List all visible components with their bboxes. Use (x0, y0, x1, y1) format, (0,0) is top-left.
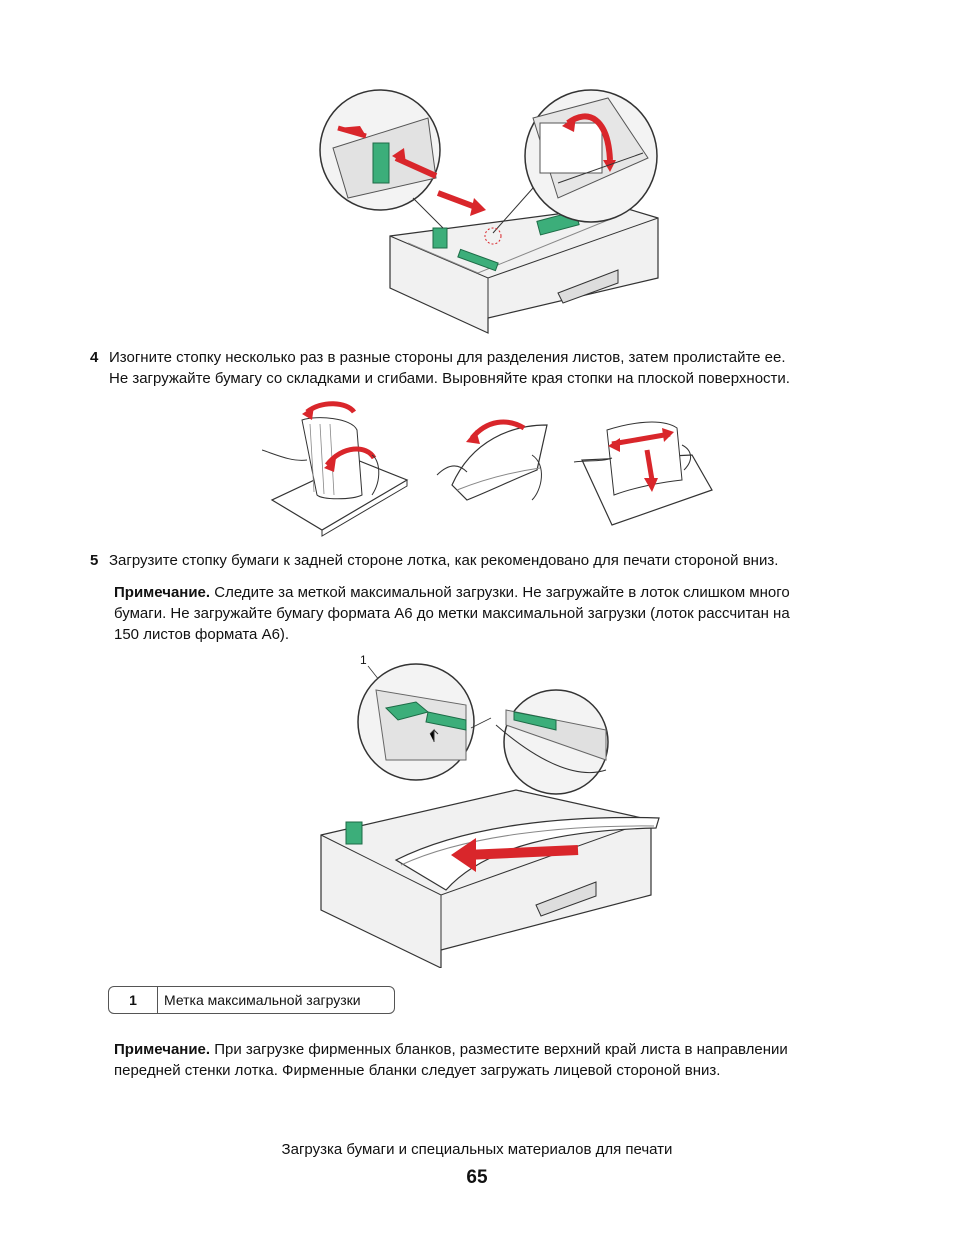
note-text-line: 150 листов формата А6). (114, 626, 290, 643)
note-text-line: бумаги. Не загружайте бумагу формата А6 … (114, 605, 790, 622)
step-number: 5 (90, 552, 99, 569)
step-number: 4 (90, 349, 99, 366)
callout-number: 1 (360, 653, 367, 667)
note-text-line: Следите за меткой максимальной загрузки.… (210, 584, 790, 601)
load-paper-tray-illustration: 1 (320, 653, 660, 968)
flex-paper-stack-illustration (262, 401, 713, 537)
note-max-load: Примечание. Следите за меткой максимальн… (114, 582, 884, 645)
step-text-line: Изогните стопку несколько раз в разные с… (109, 349, 786, 366)
callout-table: 1 Метка максимальной загрузки (108, 986, 395, 1014)
note-label: Примечание. (114, 584, 211, 601)
step-text-line: Не загружайте бумагу со складками и сгиб… (109, 370, 790, 387)
note-label: Примечание. (114, 1041, 211, 1058)
step-4: 4 Изогните стопку несколько раз в разные… (0, 347, 954, 391)
note-text-line: При загрузке фирменных бланков, размести… (210, 1041, 788, 1058)
step-5: 5 Загрузите стопку бумаги к задней сторо… (0, 550, 954, 572)
page-number: 65 (466, 1167, 488, 1188)
footer-section-title: Загрузка бумаги и специальных материалов… (281, 1141, 673, 1158)
callout-table-label: Метка максимальной загрузки (164, 992, 361, 1008)
callout-table-number: 1 (109, 987, 158, 1013)
step-text-line: Загрузите стопку бумаги к задней стороне… (109, 552, 779, 569)
note-letterhead: Примечание. При загрузке фирменных бланк… (114, 1039, 894, 1081)
paper-tray-guide-illustration (319, 89, 659, 334)
note-text-line: передней стенки лотка. Фирменные бланки … (114, 1062, 721, 1079)
